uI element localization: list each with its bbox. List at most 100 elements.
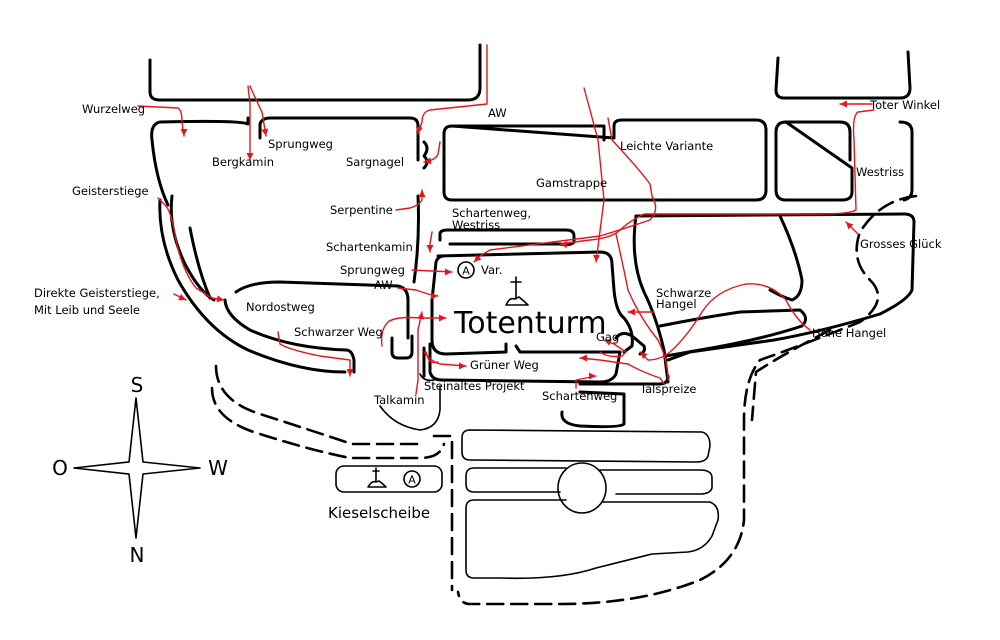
rock-sargnagel-bracket	[422, 140, 429, 170]
route-arrow-icon	[426, 245, 434, 252]
label-westriss: Westriss	[856, 165, 904, 179]
route-arrow-icon	[445, 268, 452, 276]
abseil-ring-icon: A	[403, 470, 421, 488]
label-schwarze-hangel-1: Schwarze	[656, 286, 711, 300]
label-schartenweg-westriss-2: Westriss	[452, 218, 500, 232]
rock-left-massif-b	[258, 116, 420, 162]
label-gamstrappe: Gamstrappe	[536, 176, 607, 190]
rock-schwarzer-weg	[390, 334, 414, 360]
label-sargnagel: Sargnagel	[346, 155, 404, 169]
route-talspreize	[579, 357, 665, 385]
label-hohe-hangel: Hohe Hangel	[812, 326, 886, 340]
rock-westriss-right	[898, 120, 914, 202]
rock-top-left	[148, 43, 482, 102]
label-talspreize: Talspreize	[639, 382, 697, 396]
label-bergkamin: Bergkamin	[212, 155, 274, 169]
route-arrow-icon	[640, 352, 648, 360]
rock-lower-1	[461, 429, 711, 463]
rock-scharten-ledge	[438, 228, 576, 247]
rock-totenturm	[430, 250, 634, 356]
rock-talkamin	[379, 385, 441, 431]
route-arrow-icon	[580, 354, 587, 362]
rock-left-inner	[158, 198, 347, 374]
compass-north: N	[130, 543, 145, 567]
route-westriss-down	[615, 233, 669, 381]
approach-path-boundaries	[210, 194, 918, 606]
route-aw	[397, 287, 439, 297]
label-steinaltes-projekt: Steinaltes Projekt	[424, 379, 525, 393]
compass-west: O	[52, 456, 68, 480]
rock-outlines	[148, 43, 916, 580]
label-schartenweg: Schartenweg	[542, 389, 617, 403]
rock-lower-2	[465, 467, 713, 495]
label-toter-winkel: Toter Winkel	[869, 98, 940, 112]
route-gamstrappe	[473, 117, 657, 263]
rock-grosses-glueck-slot	[768, 214, 804, 302]
dash-right-inner	[750, 328, 832, 422]
label-aw-top: AW	[488, 106, 507, 120]
route-arrow-icon	[560, 241, 568, 249]
rock-left-outer	[188, 226, 212, 300]
dash-left-b	[210, 386, 446, 460]
route-gruener-weg	[423, 351, 467, 367]
label-direkte-1: Direkte Geisterstiege,	[34, 286, 160, 300]
route-lines	[137, 44, 875, 395]
rock-right-lower	[658, 308, 807, 358]
route-arrow-icon	[246, 153, 254, 160]
route-arrow-icon	[424, 157, 432, 165]
route-serpentine	[395, 189, 423, 211]
label-geisterstiege: Geisterstiege	[72, 184, 149, 198]
abseil-letter: A	[462, 265, 470, 278]
rock-serpentine-wall	[412, 194, 420, 284]
route-wurzelweg	[137, 105, 185, 137]
label-sprungweg: Sprungweg	[340, 263, 405, 277]
label-grosses-glueck: Grosses Glück	[860, 237, 942, 251]
route-arrow-icon	[417, 312, 425, 320]
route-hohe-hangel	[639, 283, 811, 361]
abseil-letter: A	[408, 474, 416, 487]
route-arrow-icon	[628, 308, 635, 316]
route-arrow-icon	[346, 369, 354, 376]
route-nordostweg	[277, 331, 351, 377]
dash-left	[214, 364, 422, 446]
route-geisterstiege	[157, 197, 225, 301]
dash-right	[456, 194, 918, 606]
rock-top-right	[774, 50, 912, 100]
route-arrow-icon	[431, 292, 438, 300]
label-gruener-weg: Grüner Weg	[470, 358, 539, 372]
route-schwarzer-weg	[380, 316, 447, 347]
route-arrow-icon	[439, 314, 446, 322]
route-gag	[599, 339, 627, 358]
label-schwarze-hangel-2: Hangel	[656, 297, 697, 311]
label-gag: Gag	[596, 330, 619, 344]
route-gruener-weg-b	[425, 351, 439, 364]
label-var: Var.	[481, 263, 502, 277]
route-leichte-variante	[583, 87, 605, 263]
abseil-ring-icon: A	[457, 261, 475, 279]
rock-schartenweg-block	[560, 390, 626, 429]
rock-nordost-top	[234, 280, 410, 340]
route-arrow-icon	[604, 339, 612, 346]
route-aw-top	[417, 44, 488, 135]
kieselscheibe-title: Kieselscheibe	[328, 504, 430, 522]
label-aw: AW	[374, 278, 393, 292]
route-arrow-icon	[840, 100, 847, 108]
label-schartenweg-westriss-1: Schartenweg,	[452, 206, 531, 220]
label-sprungweg-top: Sprungweg	[268, 137, 333, 151]
route-arrow-icon	[415, 126, 423, 134]
rock-talkamin-b	[419, 373, 435, 382]
rock-right-inner	[632, 214, 670, 384]
label-wurzelweg: Wurzelweg	[82, 102, 145, 116]
label-serpentine: Serpentine	[330, 203, 393, 217]
rock-kieselscheibe	[335, 465, 443, 493]
summit-cross-icon	[367, 467, 387, 488]
rock-right-massif	[634, 212, 916, 362]
rock-gag-block	[614, 331, 646, 356]
route-arrow-icon	[418, 190, 426, 197]
route-westriss	[559, 109, 875, 245]
rock-westriss	[774, 120, 854, 202]
route-arrow-icon	[459, 362, 466, 370]
route-labels: Totenturm Kieselscheibe Wurzelweg Sprung…	[34, 98, 942, 522]
compass-east: W	[208, 456, 228, 480]
label-leichte-variante: Leichte Variante	[620, 139, 713, 153]
